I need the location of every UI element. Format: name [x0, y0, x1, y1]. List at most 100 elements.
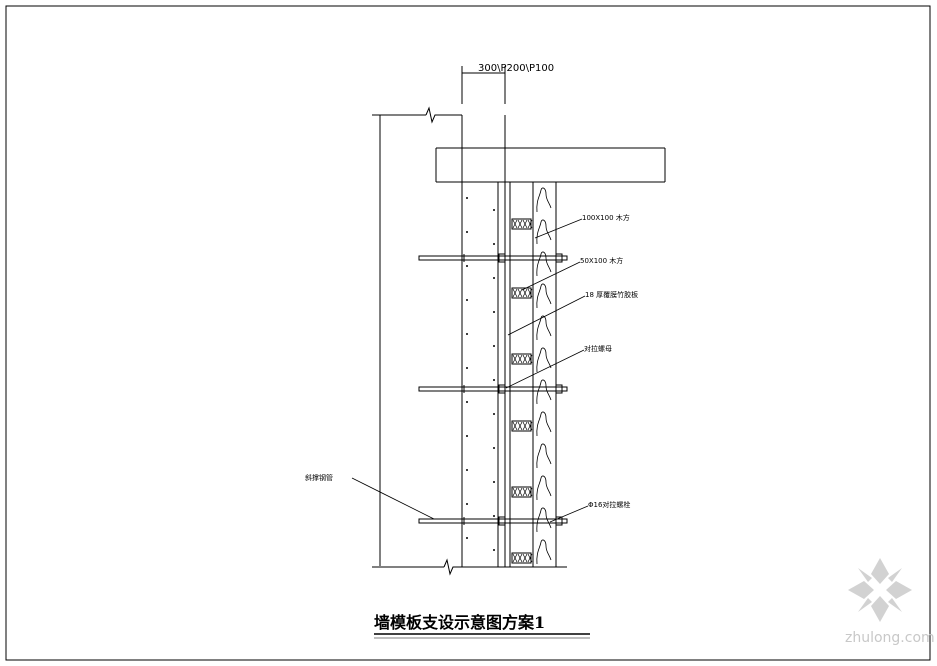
rebar-dot: [466, 265, 468, 267]
rebar-dot: [466, 401, 468, 403]
rebar-dot: [493, 515, 495, 517]
rebar-dot: [493, 311, 495, 313]
rebar-dot: [466, 367, 468, 369]
watermark-text: zhulong.com: [845, 630, 935, 646]
leader-lines: [351, 218, 589, 523]
timber-hatch: [527, 288, 533, 298]
timber-hatch: [527, 421, 533, 431]
label-brace: 斜撑钢管: [305, 473, 333, 482]
timber-hatch: [517, 553, 523, 563]
wood-grain: [536, 187, 552, 565]
grain-line: [536, 187, 552, 213]
label-timber-50: 50X100 木方: [580, 256, 623, 265]
timber-hatch: [527, 487, 533, 497]
grain-line: [536, 475, 552, 501]
bolt-nut: [555, 516, 563, 526]
grain-line: [536, 539, 552, 565]
timber-hatch: [512, 421, 518, 431]
rebar-dot: [493, 277, 495, 279]
bolt-nut: [555, 384, 563, 394]
timber-hatch: [522, 487, 528, 497]
bolt-nut: [555, 253, 563, 263]
tie-bolt: [418, 516, 568, 526]
drawing-title: 墙模板支设示意图方案1: [374, 613, 545, 632]
rebar-dot: [493, 481, 495, 483]
rebar-dot: [493, 413, 495, 415]
dimension-marker: [461, 66, 506, 104]
grain-line: [536, 283, 552, 309]
timber-hatch: [527, 553, 533, 563]
timber-section: [511, 552, 533, 564]
rebar-dot: [466, 435, 468, 437]
timber-outline: [511, 486, 532, 498]
timber-hatch: [512, 354, 518, 364]
rebar-dot: [466, 503, 468, 505]
rebar-dot: [493, 447, 495, 449]
timber-outline: [511, 420, 532, 432]
timber-outline: [511, 218, 532, 230]
rebar-dot: [466, 537, 468, 539]
grain-line: [536, 443, 552, 469]
tie-bolts: [418, 253, 568, 526]
label-bolt: Φ16对拉螺栓: [588, 500, 630, 509]
grain-line: [536, 315, 552, 341]
timber-hatch: [512, 553, 518, 563]
timber-hatch: [522, 354, 528, 364]
timber-outline: [511, 552, 532, 564]
timber-section: [511, 420, 533, 432]
label-plywood: 18 厚覆膜竹胶板: [585, 290, 638, 299]
timber-hatch: [522, 219, 528, 229]
rebar-dot: [493, 549, 495, 551]
rebar-dot: [466, 469, 468, 471]
bolt-nut: [498, 516, 506, 526]
bolt-nut: [498, 384, 506, 394]
rebar-dot: [466, 333, 468, 335]
timber-section: [511, 353, 533, 365]
drawing-frame: [5, 5, 931, 661]
timber-hatch: [522, 553, 528, 563]
timber-hatch: [527, 219, 533, 229]
timber-hatch: [512, 487, 518, 497]
timber-hatch: [512, 219, 518, 229]
tie-bolt: [418, 253, 568, 263]
grain-line: [536, 379, 552, 405]
timber-outline: [511, 287, 532, 299]
grain-line: [536, 411, 552, 437]
watermark-logo-icon: [848, 558, 912, 622]
grain-line: [536, 507, 552, 533]
bolt-nut: [498, 253, 506, 263]
existing-wall: [372, 106, 567, 576]
timber-section: [511, 486, 533, 498]
floor-slab: [435, 147, 666, 183]
rebar-dot: [493, 209, 495, 211]
rebar-dot: [466, 299, 468, 301]
timber-section: [511, 218, 533, 230]
grain-line: [536, 347, 552, 373]
bolt-rod: [418, 518, 568, 524]
label-timber-100: 100X100 木方: [582, 213, 630, 222]
rebar-dot: [466, 197, 468, 199]
timber-hatch: [517, 288, 523, 298]
rebar-dot: [493, 345, 495, 347]
timber-hatch: [517, 219, 523, 229]
rebar-dots: [466, 197, 495, 551]
wall-section: [461, 115, 557, 567]
label-tie-nut: 对拉螺母: [584, 344, 612, 353]
bolt-rod: [418, 255, 568, 261]
bolt-rod: [418, 386, 568, 392]
rebar-dot: [493, 243, 495, 245]
timber-hatch: [522, 288, 528, 298]
timber-hatch: [517, 487, 523, 497]
timber-hatch: [527, 354, 533, 364]
rebar-dot: [466, 231, 468, 233]
timber-sections: [511, 218, 533, 564]
timber-outline: [511, 353, 532, 365]
timber-hatch: [517, 421, 523, 431]
rebar-dot: [493, 379, 495, 381]
timber-hatch: [517, 354, 523, 364]
tie-bolt: [418, 384, 568, 394]
timber-section: [511, 287, 533, 299]
timber-hatch: [512, 288, 518, 298]
timber-hatch: [522, 421, 528, 431]
